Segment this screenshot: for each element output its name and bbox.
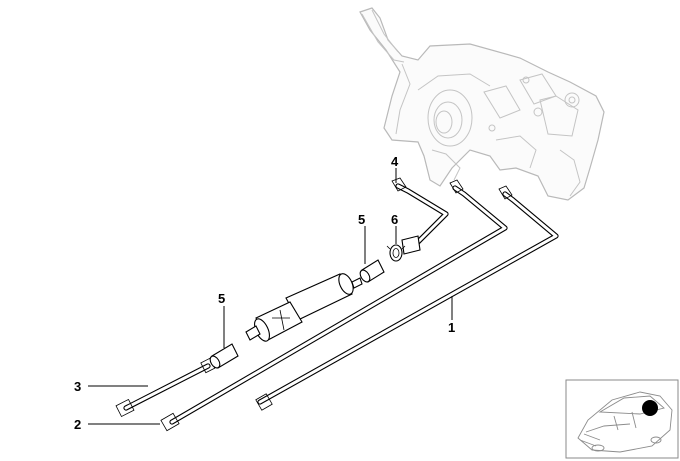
fuel-line-4 [391, 177, 449, 255]
fuel-filter [245, 273, 363, 342]
callout-3: 3 [74, 379, 81, 394]
fuel-line-1 [255, 185, 559, 411]
leader-lines [88, 168, 453, 425]
callout-4: 4 [391, 154, 399, 169]
fuel-tank [359, 7, 605, 201]
hose-clamp-6 [386, 244, 406, 262]
fuel-line-2 [160, 179, 508, 432]
callout-1: 1 [448, 320, 455, 335]
callout-2: 2 [74, 417, 81, 432]
hose-5-upper [359, 259, 385, 283]
fuel-tank-location-dot [642, 400, 658, 416]
vehicle-locator-inset [565, 379, 679, 459]
callout-6: 6 [391, 212, 398, 227]
car-outline-icon [577, 391, 673, 453]
callout-5-lower: 5 [218, 291, 225, 306]
callout-5-upper: 5 [358, 212, 365, 227]
fuel-line-3 [115, 357, 216, 418]
hose-5-lower [209, 343, 239, 369]
